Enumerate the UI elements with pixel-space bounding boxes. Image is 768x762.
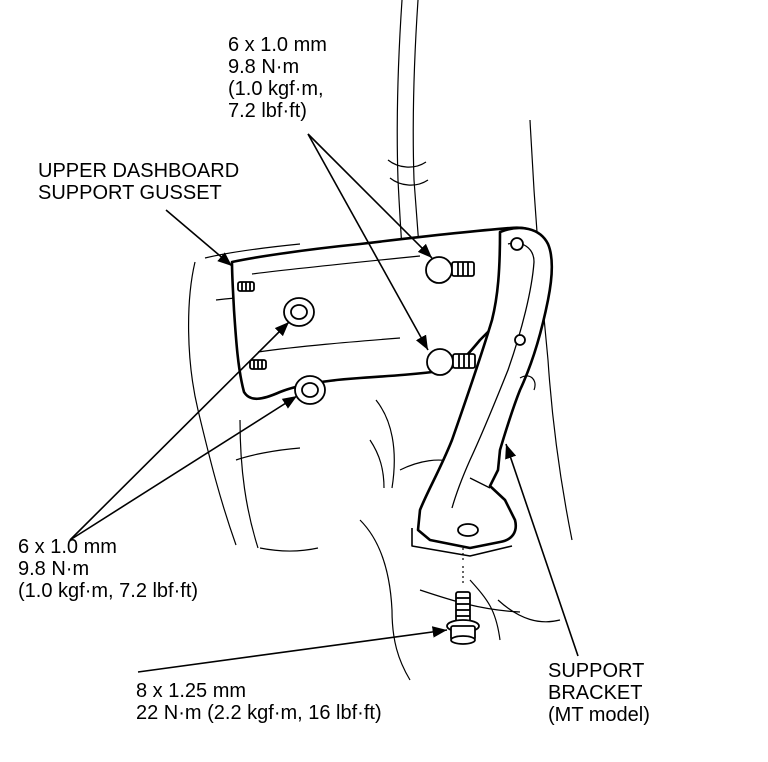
support-bracket-label: SUPPORT BRACKET (MT model) [548, 660, 650, 726]
bottom-bolt-icon [446, 548, 480, 645]
top-spec-line-2: 9.8 N·m [228, 56, 300, 78]
gusset-bolts [237, 256, 476, 405]
gusset-line-1: UPPER DASHBOARD [38, 160, 240, 182]
support-bracket [411, 226, 554, 557]
mounting-holes [457, 237, 526, 537]
bolt-lower-right-icon [426, 348, 476, 376]
stud-lower-left-icon [249, 359, 267, 370]
stud-upper-left-icon [237, 281, 255, 292]
top-torque-spec-label: 6 x 1.0 mm 9.8 N·m (1.0 kgf·m, 7.2 lbf·f… [228, 34, 327, 122]
bolt-upper-right-icon [425, 256, 475, 284]
nut-upper-left-icon [283, 297, 315, 327]
top-spec-line-3: (1.0 kgf·m, [228, 78, 324, 100]
left-spec-line-3: (1.0 kgf·m, 7.2 lbf·ft) [18, 580, 199, 602]
leader-lines [69, 133, 579, 673]
gusset-line-2: SUPPORT GUSSET [38, 182, 222, 204]
bracket-line-1: SUPPORT [548, 660, 645, 682]
left-spec-line-2: 9.8 N·m [18, 558, 90, 580]
bracket-line-2: BRACKET [548, 682, 643, 704]
bracket-line-3: (MT model) [548, 704, 650, 726]
bottom-torque-spec-label: 8 x 1.25 mm 22 N·m (2.2 kgf·m, 16 lbf·ft… [136, 680, 382, 724]
nut-lower-left-icon [294, 375, 326, 405]
left-torque-spec-label: 6 x 1.0 mm 9.8 N·m (1.0 kgf·m, 7.2 lbf·f… [18, 536, 198, 602]
top-spec-line-4: 7.2 lbf·ft) [228, 100, 307, 122]
gusset-part-label: UPPER DASHBOARD SUPPORT GUSSET [38, 160, 239, 204]
bottom-spec-line-2: 22 N·m (2.2 kgf·m, 16 lbf·ft) [136, 702, 382, 724]
left-spec-line-1: 6 x 1.0 mm [18, 536, 117, 558]
top-spec-line-1: 6 x 1.0 mm [228, 34, 327, 56]
bottom-spec-line-1: 8 x 1.25 mm [136, 680, 247, 702]
